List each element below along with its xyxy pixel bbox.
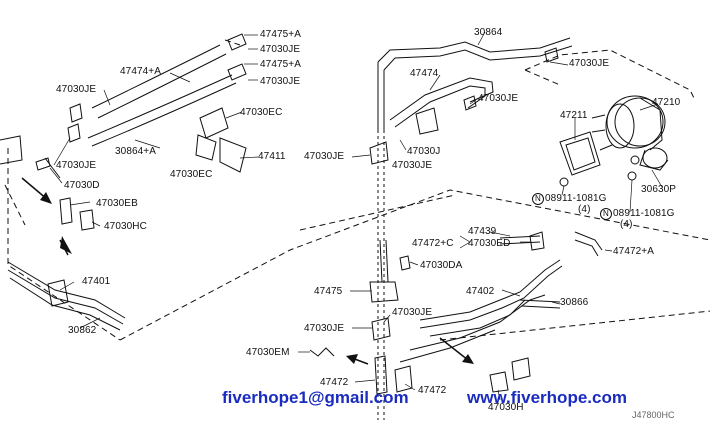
assembly-outline — [4, 39, 710, 341]
part-label-30864a: 30864+A — [115, 146, 157, 157]
part-label-47472c: 47472+C — [412, 238, 454, 249]
part-label-47030ec: 47030EC — [240, 107, 283, 118]
part-qty: (4) — [620, 219, 633, 230]
part-label-47472: 47472 — [418, 385, 447, 396]
part-label-47472: 47472 — [320, 377, 349, 388]
part-label-47210: 47210 — [652, 97, 681, 108]
tubes-47402 — [399, 231, 603, 363]
part-label-47439: 47439 — [468, 226, 497, 237]
part-label-47030ed: 47030ED — [468, 238, 511, 249]
part-label-30630p: 30630P — [641, 184, 677, 195]
part-label-47402: 47402 — [466, 286, 495, 297]
part-label-47474a: 47474+A — [120, 66, 162, 77]
part-label-47211: 47211 — [560, 110, 588, 121]
hose-47474a — [91, 44, 227, 119]
part-qty: (4) — [578, 204, 591, 215]
part-label-47030je: 47030JE — [56, 84, 97, 95]
brake-booster — [591, 95, 666, 151]
direction-arrows — [21, 177, 474, 365]
nut-a — [559, 177, 569, 187]
left-bracket — [0, 135, 23, 165]
part-label-47474: 47474 — [410, 68, 439, 79]
part-label-30866: 30866 — [560, 297, 589, 308]
part-label-47030je: 47030JE — [569, 58, 610, 69]
part-label-47030eb: 47030EB — [96, 198, 138, 209]
part-label-47475a: 47475+A — [260, 29, 302, 40]
nut-symbol-icon: N — [532, 193, 544, 205]
part-label-30862: 30862 — [68, 325, 97, 336]
part-label-47030j: 47030J — [407, 146, 441, 157]
part-label-47411: 47411 — [258, 151, 286, 162]
nut-b — [627, 171, 637, 181]
part-label-47475: 47475 — [314, 286, 343, 297]
nut-symbol-icon: N — [600, 208, 612, 220]
clips — [59, 33, 559, 231]
master-cylinder — [630, 147, 669, 171]
part-label-47030je: 47030JE — [260, 76, 301, 87]
part-label-47030je: 47030JE — [56, 160, 97, 171]
watermark-email: fiverhope1@gmail.com — [222, 388, 409, 407]
part-label-47030je: 47030JE — [304, 151, 345, 162]
watermark-website: www.fiverhope.com — [467, 388, 627, 407]
part-label-47401: 47401 — [82, 276, 111, 287]
part-label-47030je: 47030JE — [260, 44, 301, 55]
part-label-47472a: 47472+A — [613, 246, 655, 257]
part-label-47030d: 47030D — [64, 180, 100, 191]
hose-47474 — [389, 77, 494, 128]
part-label-47030da: 47030DA — [420, 260, 463, 271]
part-label-47030je: 47030JE — [478, 93, 519, 104]
leader-lines — [49, 31, 663, 401]
part-label-47030hc: 47030HC — [104, 221, 147, 232]
part-label-47030em: 47030EM — [246, 347, 290, 358]
part-label-47030je: 47030JE — [392, 307, 433, 318]
part-label-47030je: 47030JE — [392, 160, 433, 171]
tubes-47401 — [7, 261, 126, 331]
part-label-30864: 30864 — [474, 27, 503, 38]
pipe-47475 — [369, 130, 399, 420]
part-label-47030h: 47030H — [488, 402, 524, 413]
part-label-47030je: 47030JE — [304, 323, 345, 334]
hose-30864a — [87, 74, 237, 147]
gasket-47211 — [559, 131, 613, 176]
diagram-reference: J47800HC — [632, 410, 675, 420]
hose-30864 — [377, 37, 573, 130]
bolt-47030d — [35, 157, 61, 179]
part-label-47475a: 47475+A — [260, 59, 302, 70]
part-label-47030ec: 47030EC — [170, 169, 213, 180]
